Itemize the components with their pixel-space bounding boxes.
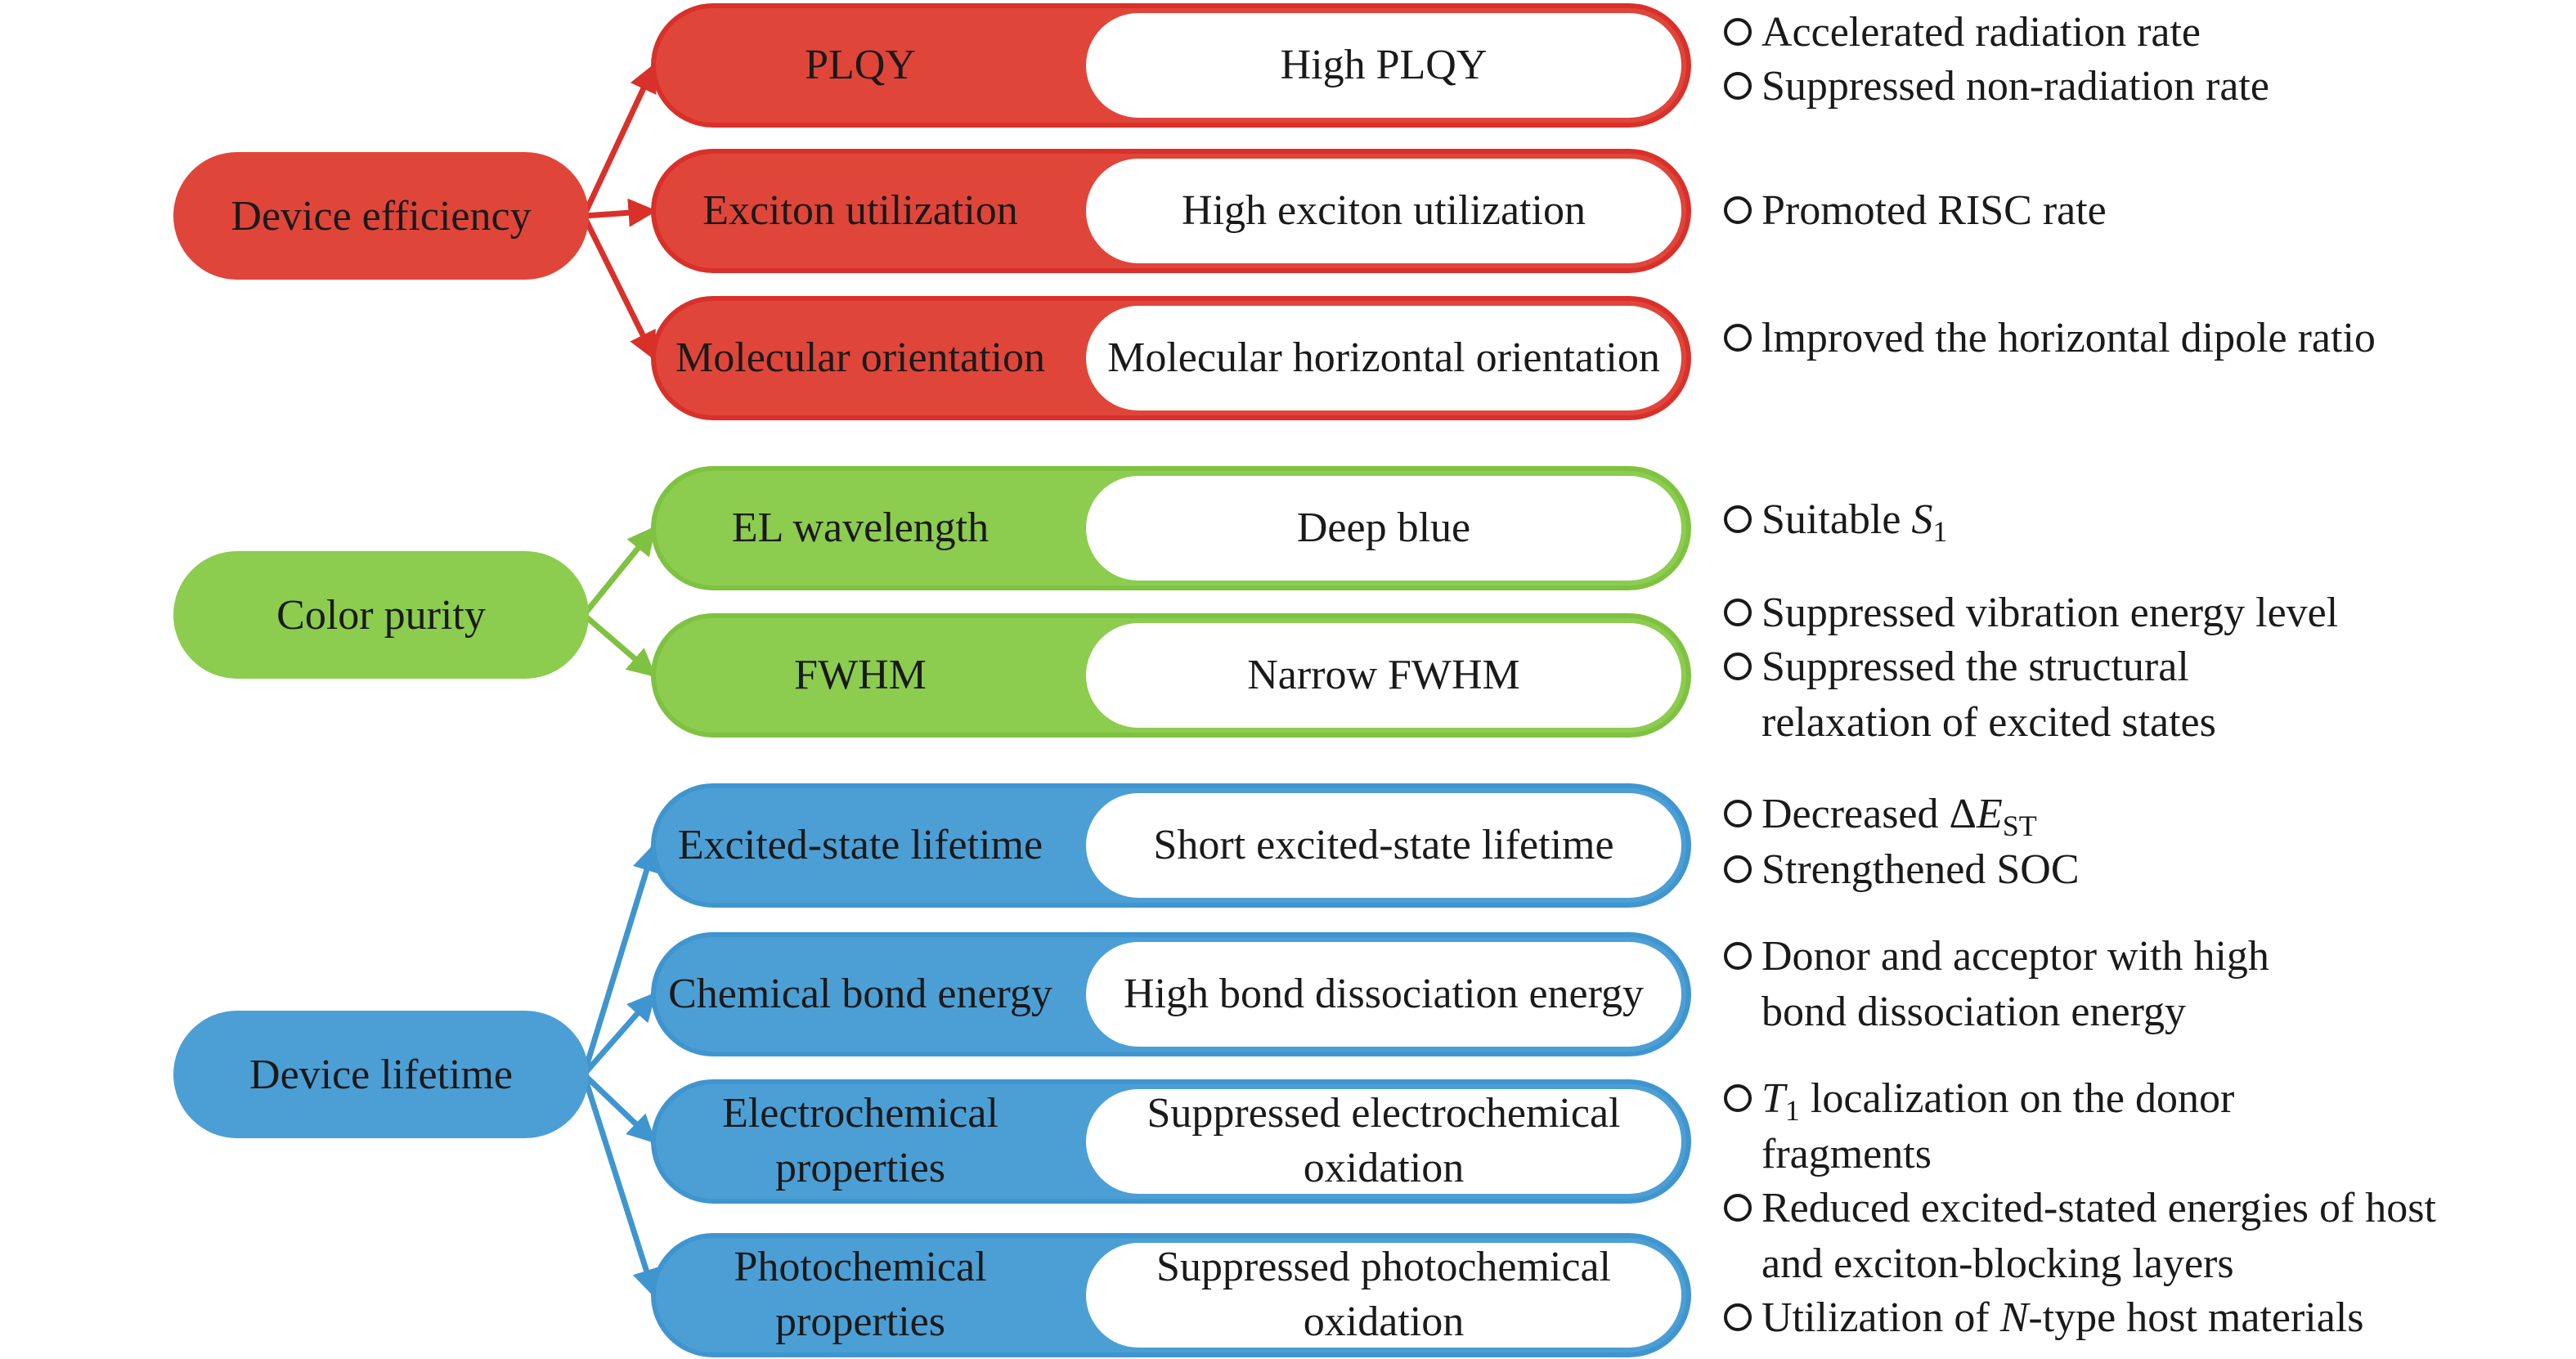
branch-target: High exciton utilization — [1086, 159, 1681, 263]
circle-bullet-icon — [1724, 505, 1752, 533]
branch-molecular-orientation: Molecular orientation Molecular horizont… — [651, 296, 1691, 420]
circle-bullet-icon — [1724, 599, 1752, 626]
branch-target: Deep blue — [1086, 476, 1681, 581]
connector-arrow — [581, 992, 657, 1077]
circle-bullet-icon — [1724, 324, 1752, 352]
circle-bullet-icon — [1724, 800, 1752, 828]
branch-exciton-utilization: Exciton utilization High exciton utiliza… — [651, 149, 1691, 273]
note-item: Reduced excited-stated energies of host … — [1724, 1181, 2460, 1292]
note-text: Suppressed the structural relaxation of … — [1761, 644, 2216, 746]
branch-category: FWHM — [794, 651, 927, 698]
root-label: Device efficiency — [231, 192, 532, 240]
note-text: Reduced excited-stated energies of host … — [1761, 1185, 2436, 1287]
connector-arrow — [583, 198, 657, 227]
branch-target: Short excited-state lifetime — [1086, 793, 1681, 898]
root-device-lifetime: Device lifetime — [173, 1011, 589, 1138]
connector-arrow — [581, 842, 661, 1076]
note-subscript: ST — [2002, 810, 2037, 842]
note-item: Utilization of N-type host materials — [1724, 1290, 2460, 1346]
branch-el-wavelength: EL wavelength Deep blue — [651, 466, 1691, 590]
circle-bullet-icon — [1724, 196, 1752, 224]
note-text: Promoted RISC rate — [1761, 187, 2107, 234]
note-text: Donor and acceptor with high bond dissoc… — [1761, 933, 2269, 1035]
connector-arrow — [581, 612, 657, 678]
branch-target: Molecular horizontal orientation — [1086, 306, 1681, 410]
circle-bullet-icon — [1724, 18, 1752, 46]
branch-excited-state-lifetime: Excited-state lifetime Short excited-sta… — [651, 783, 1691, 908]
branch-target: Suppressed photochemical oxidation — [1086, 1243, 1681, 1348]
root-device-efficiency: Device efficiency — [173, 152, 589, 280]
connector-arrow — [581, 214, 657, 361]
note-subscript: 1 — [1784, 1094, 1800, 1127]
note-item: T1 localization on the donor fragments — [1724, 1071, 2329, 1182]
branch-photochemical-properties: Photochemical properties Suppressed phot… — [651, 1233, 1691, 1357]
note-item: Accelerated radiation rate — [1724, 5, 2345, 61]
circle-bullet-icon — [1724, 1084, 1752, 1112]
note-text-pre: Suitable — [1761, 496, 1912, 543]
circle-bullet-icon — [1724, 72, 1752, 100]
branch-category: Molecular orientation — [675, 334, 1045, 381]
note-text: Strengthened SOC — [1761, 846, 2080, 893]
connector-arrow — [581, 1072, 657, 1144]
branch-target: Suppressed electrochemical oxidation — [1086, 1089, 1681, 1194]
note-text-post: localization on the donor fragments — [1761, 1075, 2235, 1177]
branch-category: PLQY — [805, 41, 916, 88]
branch-category: Exciton utilization — [702, 186, 1018, 234]
branch-electrochemical-properties: Electrochemical properties Suppressed el… — [651, 1079, 1691, 1204]
note-item: Promoted RISC rate — [1724, 183, 2345, 239]
branch-fwhm: FWHM Narrow FWHM — [651, 613, 1691, 738]
branch-target: Narrow FWHM — [1086, 623, 1681, 728]
note-item: Suppressed non-radiation rate — [1724, 59, 2345, 114]
note-text: Suppressed vibration energy level — [1761, 590, 2339, 636]
note-item: Suitable S1 — [1724, 492, 2345, 548]
root-label: Color purity — [276, 591, 486, 639]
note-item: Decreased ΔEST — [1724, 787, 2345, 842]
connector-arrow — [581, 1073, 661, 1298]
branch-target: High bond dissociation energy — [1086, 942, 1681, 1047]
branch-category: EL wavelength — [731, 504, 990, 551]
branch-chemical-bond-energy: Chemical bond energy High bond dissociat… — [651, 932, 1691, 1056]
circle-bullet-icon — [1724, 1303, 1752, 1331]
note-text-pre: Utilization of — [1761, 1294, 2000, 1341]
connector-arrow — [581, 526, 657, 617]
circle-bullet-icon — [1724, 942, 1752, 970]
note-item: Donor and acceptor with high bond dissoc… — [1724, 929, 2345, 1040]
note-variable: T — [1761, 1075, 1785, 1122]
connector-arrow — [581, 62, 657, 218]
note-variable: S — [1911, 496, 1933, 543]
note-text: lmproved the horizontal dipole ratio — [1761, 315, 2376, 361]
note-text: Accelerated radiation rate — [1761, 9, 2201, 56]
note-subscript: 1 — [1932, 515, 1948, 548]
circle-bullet-icon — [1724, 653, 1752, 680]
circle-bullet-icon — [1724, 855, 1752, 883]
branch-category: Chemical bond energy — [668, 970, 1052, 1017]
branch-plqy: PLQY High PLQY — [651, 3, 1691, 128]
branch-category: Excited-state lifetime — [677, 821, 1043, 868]
note-item: Strengthened SOC — [1724, 842, 2345, 898]
note-item: Suppressed vibration energy level — [1724, 585, 2411, 641]
note-variable: E — [1976, 791, 2003, 837]
root-color-purity: Color purity — [173, 551, 589, 679]
branch-category: Electrochemical properties — [722, 1090, 999, 1191]
circle-bullet-icon — [1724, 1194, 1752, 1222]
branch-target: High PLQY — [1086, 13, 1681, 118]
branch-category: Photochemical properties — [734, 1244, 987, 1345]
note-text-post: -type host materials — [2028, 1294, 2364, 1341]
root-label: Device lifetime — [249, 1051, 513, 1098]
note-text: Suppressed non-radiation rate — [1761, 63, 2269, 110]
note-item: Suppressed the structural relaxation of … — [1724, 639, 2296, 751]
note-variable: N — [1999, 1294, 2029, 1341]
note-text-pre: Decreased Δ — [1761, 791, 1977, 837]
note-item: lmproved the horizontal dipole ratio — [1724, 311, 2394, 366]
